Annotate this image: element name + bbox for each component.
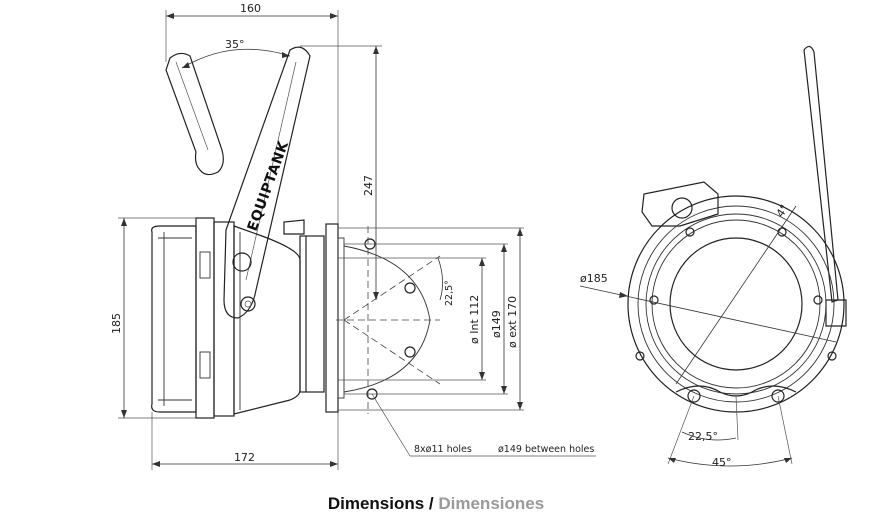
- flange: [325, 223, 441, 414]
- dim-thread-label: 4": [774, 202, 792, 219]
- caption: Dimensions / Dimensiones: [0, 494, 872, 514]
- dimension-diameters: ø Int 112 ø149 ø ext 170: [338, 227, 524, 411]
- dim-angle-label: 35°: [225, 38, 245, 51]
- front-lever: [803, 45, 847, 327]
- holes-note: 8xø11 holes ø149 between holes: [371, 393, 596, 457]
- dimension-angle-35: 35°: [181, 38, 291, 69]
- dimension-left: 185: [110, 217, 200, 419]
- dim-bottom-label: 172: [234, 451, 255, 464]
- holes-note-label: 8xø11 holes: [414, 444, 472, 455]
- caption-secondary: Dimensiones: [438, 494, 545, 513]
- dim-angle-small-label: 22,5°: [688, 430, 718, 443]
- technical-drawing: 160 35° EQUIPTANK: [110, 2, 847, 470]
- dimension-thread: 4": [675, 202, 797, 385]
- between-holes-label: ø149 between holes: [498, 444, 594, 455]
- dim-top-label: 160: [240, 2, 261, 15]
- dimension-vertical-247: 247: [300, 45, 382, 300]
- dim-left-label: 185: [110, 313, 123, 334]
- dim-angle-large-label: 45°: [712, 456, 732, 469]
- front-view: ø185 4" 22,5° 45°: [579, 45, 847, 469]
- brand-logo: EQUIPTANK: [245, 138, 293, 233]
- dim-inner-label: ø Int 112: [468, 295, 481, 344]
- dimension-diameter: ø185: [579, 272, 837, 343]
- dimension-bolt-angle: 22,5°: [437, 257, 455, 306]
- coupler-rings: [627, 195, 845, 413]
- cam-block: [641, 181, 719, 227]
- dim-diameter-label: ø185: [580, 272, 608, 285]
- dim-bolt-circle-label: ø149: [490, 310, 503, 338]
- caption-separator: /: [424, 494, 439, 513]
- dimension-bottom-angles: 22,5° 45°: [667, 395, 793, 469]
- caption-primary: Dimensions: [327, 494, 425, 513]
- side-view: 160 35° EQUIPTANK: [110, 2, 596, 470]
- handle-open-position: [165, 52, 224, 176]
- dim-bolt-angle-label: 22,5°: [444, 280, 455, 306]
- handle-closed-position: EQUIPTANK: [223, 46, 311, 319]
- dim-vertical-label: 247: [362, 175, 375, 196]
- dim-outer-label: ø ext 170: [506, 296, 519, 348]
- coupler-body: [151, 217, 325, 419]
- dimension-bottom: 172: [151, 412, 338, 470]
